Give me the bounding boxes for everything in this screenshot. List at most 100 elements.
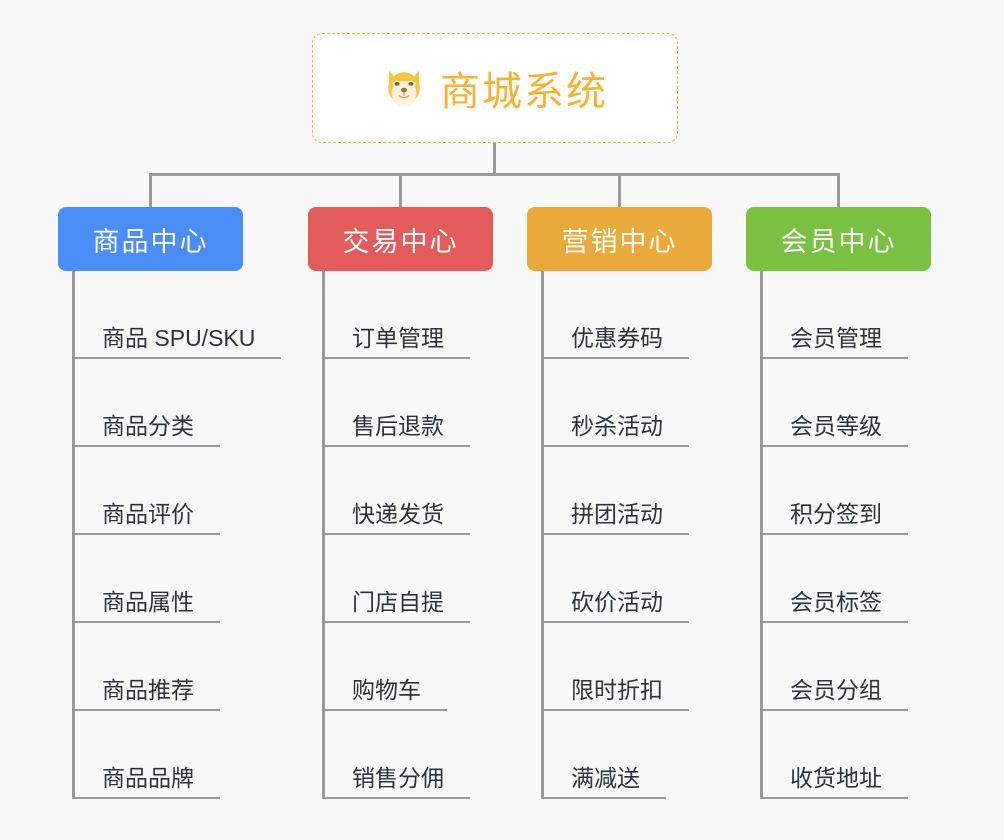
leaf-item[interactable]: 限时折扣 [541, 623, 689, 711]
leaf-underline: 商品评价 [72, 500, 220, 535]
leaf-item[interactable]: 会员管理 [760, 271, 908, 359]
leaf-item[interactable]: 快递发货 [322, 447, 470, 535]
root-title: 商城系统 [440, 70, 608, 114]
leaf-item[interactable]: 拼团活动 [541, 447, 689, 535]
leaf-item-label: 商品 SPU/SKU [102, 324, 256, 351]
leaf-underline: 快递发货 [322, 500, 470, 535]
leaf-item-label: 商品分类 [102, 412, 194, 439]
branch-3: 营销中心 [527, 207, 712, 271]
branch-header-button[interactable]: 商品中心 [58, 207, 243, 271]
leaf-underline: 会员管理 [760, 324, 908, 359]
leaf-item-label: 满减送 [571, 764, 640, 791]
branch-4: 会员中心 [746, 207, 931, 271]
branch-header-button[interactable]: 交易中心 [308, 207, 493, 271]
leaf-underline: 积分签到 [760, 500, 908, 535]
leaf-item[interactable]: 优惠券码 [541, 271, 689, 359]
branch-header-label: 营销中心 [561, 226, 678, 257]
branch-1: 商品中心 [58, 207, 243, 271]
leaf-underline: 门店自提 [322, 588, 470, 623]
branch-trunk-line-2 [322, 271, 325, 799]
dog-face-icon [382, 66, 426, 110]
leaf-underline: 销售分佣 [322, 764, 470, 799]
leaf-underline: 砍价活动 [541, 588, 689, 623]
branch-trunk-line-3 [541, 271, 544, 799]
leaf-item[interactable]: 商品品牌 [72, 711, 281, 799]
leaf-item-label: 订单管理 [352, 324, 444, 351]
leaf-item-label: 限时折扣 [571, 676, 663, 703]
branch-bus-line [150, 173, 839, 176]
leaf-underline: 会员等级 [760, 412, 908, 447]
leaf-underline: 商品品牌 [72, 764, 220, 799]
leaf-item[interactable]: 收货地址 [760, 711, 908, 799]
leaf-underline: 会员分组 [760, 676, 908, 711]
leaf-item-label: 积分签到 [790, 500, 882, 527]
root-stem-line [493, 143, 496, 175]
branch-trunk-line-4 [760, 271, 763, 799]
branch-header-button[interactable]: 营销中心 [527, 207, 712, 271]
leaf-underline: 秒杀活动 [541, 412, 689, 447]
leaf-item[interactable]: 满减送 [541, 711, 689, 799]
leaf-item[interactable]: 商品 SPU/SKU [72, 271, 282, 359]
leaf-item[interactable]: 会员标签 [760, 535, 908, 623]
leaf-underline: 满减送 [541, 764, 666, 799]
leaf-item-label: 会员等级 [790, 412, 882, 439]
leaf-item-label: 商品推荐 [102, 676, 194, 703]
leaf-item[interactable]: 砍价活动 [541, 535, 689, 623]
root-node[interactable]: 商城系统 [312, 33, 678, 143]
leaf-item[interactable]: 会员分组 [760, 623, 908, 711]
branch-trunk-line-1 [72, 271, 75, 799]
leaf-item-label: 拼团活动 [571, 500, 663, 527]
branch-header-label: 交易中心 [342, 226, 459, 257]
leaf-item[interactable]: 售后退款 [322, 359, 470, 447]
branch-header-button[interactable]: 会员中心 [746, 207, 931, 271]
leaf-item[interactable]: 会员等级 [760, 359, 908, 447]
leaf-underline: 购物车 [322, 676, 447, 711]
leaf-item-label: 商品品牌 [102, 764, 194, 791]
leaf-item-label: 会员标签 [790, 588, 882, 615]
branch-leaf-list-4: 会员管理会员等级积分签到会员标签会员分组收货地址 [760, 271, 908, 799]
leaf-item-label: 商品属性 [102, 588, 194, 615]
branch-drop-line-2 [399, 173, 402, 209]
branch-drop-line-4 [837, 173, 840, 209]
leaf-item-label: 秒杀活动 [571, 412, 663, 439]
branch-drop-line-3 [618, 173, 621, 209]
leaf-underline: 商品分类 [72, 412, 220, 447]
branch-leaf-list-3: 优惠券码秒杀活动拼团活动砍价活动限时折扣满减送 [541, 271, 689, 799]
leaf-item[interactable]: 商品评价 [72, 447, 281, 535]
branch-2: 交易中心 [308, 207, 493, 271]
leaf-item[interactable]: 积分签到 [760, 447, 908, 535]
branch-drop-line-1 [149, 173, 152, 209]
leaf-item[interactable]: 秒杀活动 [541, 359, 689, 447]
leaf-underline: 收货地址 [760, 764, 908, 799]
leaf-item-label: 快递发货 [352, 500, 444, 527]
leaf-underline: 优惠券码 [541, 324, 689, 359]
leaf-underline: 拼团活动 [541, 500, 689, 535]
branch-leaf-list-2: 订单管理售后退款快递发货门店自提购物车销售分佣 [322, 271, 470, 799]
leaf-item-label: 收货地址 [790, 764, 882, 791]
leaf-item-label: 会员管理 [790, 324, 882, 351]
leaf-item-label: 售后退款 [352, 412, 444, 439]
leaf-item-label: 会员分组 [790, 676, 882, 703]
branch-header-label: 商品中心 [92, 226, 209, 257]
leaf-item[interactable]: 购物车 [322, 623, 470, 711]
leaf-item[interactable]: 商品推荐 [72, 623, 281, 711]
leaf-item-label: 商品评价 [102, 500, 194, 527]
leaf-item[interactable]: 商品属性 [72, 535, 281, 623]
leaf-underline: 会员标签 [760, 588, 908, 623]
leaf-item[interactable]: 门店自提 [322, 535, 470, 623]
leaf-item-label: 砍价活动 [571, 588, 663, 615]
leaf-item-label: 销售分佣 [352, 764, 444, 791]
branch-header-label: 会员中心 [780, 226, 897, 257]
leaf-underline: 售后退款 [322, 412, 470, 447]
leaf-item-label: 购物车 [352, 676, 421, 703]
leaf-underline: 商品推荐 [72, 676, 220, 711]
leaf-item[interactable]: 商品分类 [72, 359, 281, 447]
leaf-item[interactable]: 销售分佣 [322, 711, 470, 799]
branch-leaf-list-1: 商品 SPU/SKU 商品分类商品评价商品属性商品推荐商品品牌 [72, 271, 282, 799]
leaf-underline: 商品 SPU/SKU [72, 324, 282, 359]
leaf-item-label: 门店自提 [352, 588, 444, 615]
leaf-item[interactable]: 订单管理 [322, 271, 470, 359]
leaf-underline: 订单管理 [322, 324, 470, 359]
leaf-item-label: 优惠券码 [571, 324, 663, 351]
